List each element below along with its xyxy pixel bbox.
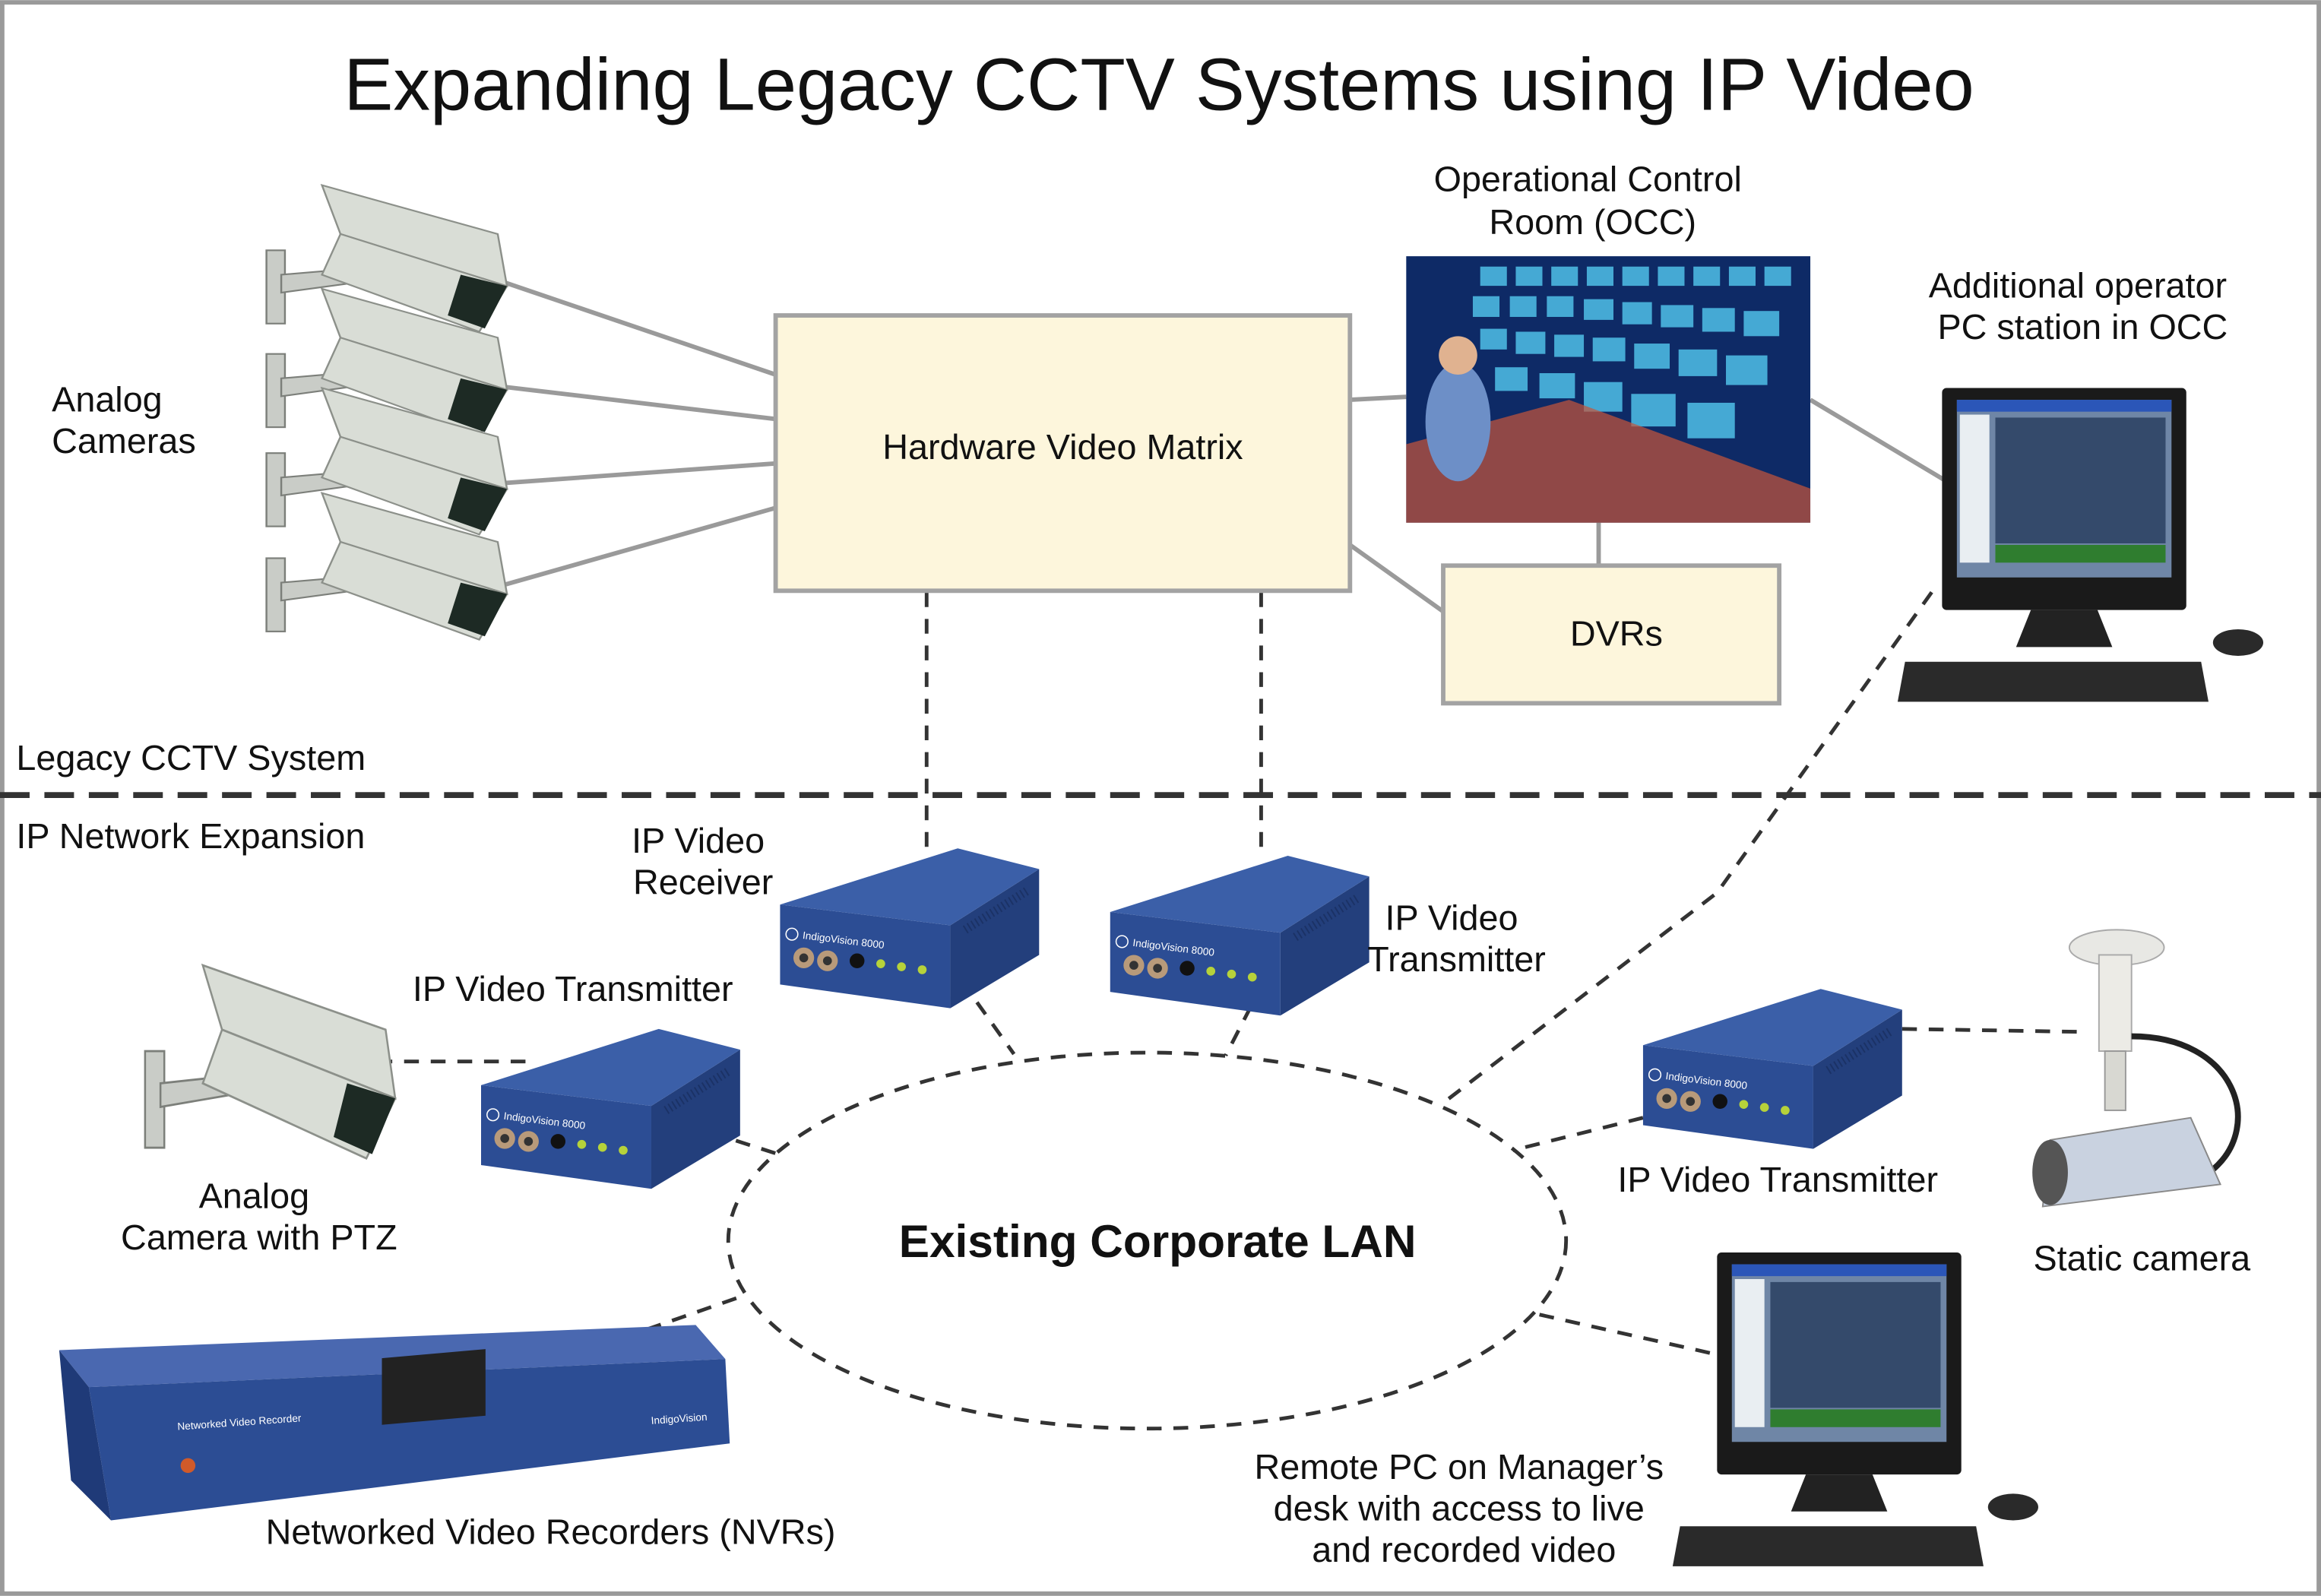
occ-photo bbox=[1406, 256, 1811, 523]
ip-transmitter-ptz-label: IP Video Transmitter bbox=[413, 969, 733, 1009]
dvrs: DVRs bbox=[1441, 563, 1782, 706]
static-camera-icon bbox=[2032, 929, 2241, 1208]
ip-video-receiver-icon: IndigoVision 8000 bbox=[780, 848, 1039, 1008]
analog-cameras-label: Analog Cameras bbox=[52, 380, 196, 461]
svg-text:DVRs: DVRs bbox=[1570, 613, 1663, 653]
ip-video-transmitter-top-icon: IndigoVision 8000 bbox=[1110, 856, 1369, 1015]
legacy-section-label: Legacy CCTV System bbox=[16, 738, 366, 777]
ip-connections bbox=[377, 591, 2085, 1357]
svg-text:Hardware Video Matrix: Hardware Video Matrix bbox=[882, 427, 1243, 467]
remote-pc-icon bbox=[1672, 1252, 2038, 1566]
analog-cameras-icon bbox=[265, 184, 508, 641]
ip-transmitter-top-label: IP Video Transmitter bbox=[1367, 898, 1546, 979]
svg-text:Existing Corporate LAN: Existing Corporate LAN bbox=[899, 1215, 1417, 1267]
ip-transmitter-right-label: IP Video Transmitter bbox=[1617, 1160, 1938, 1199]
ip-video-transmitter-ptz-icon: IndigoVision 8000 bbox=[481, 1029, 740, 1189]
static-camera-label: Static camera bbox=[2033, 1238, 2250, 1278]
corporate-lan: Existing Corporate LAN bbox=[726, 1050, 1569, 1431]
hardware-video-matrix: Hardware Video Matrix bbox=[773, 313, 1353, 594]
page-title: Expanding Legacy CCTV Systems using IP V… bbox=[344, 43, 1974, 125]
nvr-label: Networked Video Recorders (NVRs) bbox=[266, 1512, 836, 1552]
occ-label: Operational Control Room (OCC) bbox=[1434, 159, 1752, 241]
ptz-camera-label: Analog Camera with PTZ bbox=[121, 1176, 397, 1258]
nvr-brand-label: IndigoVision bbox=[651, 1411, 708, 1427]
ip-section-label: IP Network Expansion bbox=[16, 816, 365, 856]
additional-pc-icon bbox=[1897, 388, 2264, 702]
additional-pc-label: Additional operator PC station in OCC bbox=[1929, 266, 2237, 347]
ip-video-transmitter-right-icon: IndigoVision 8000 bbox=[1643, 989, 1902, 1148]
remote-pc-label: Remote PC on Manager’s desk with access … bbox=[1254, 1447, 1673, 1569]
nvr-icon: Networked Video Recorder IndigoVision bbox=[59, 1325, 730, 1521]
ip-receiver-label: IP Video Receiver bbox=[632, 821, 774, 902]
ptz-camera-icon bbox=[144, 964, 397, 1160]
legacy-connections bbox=[487, 274, 1948, 613]
